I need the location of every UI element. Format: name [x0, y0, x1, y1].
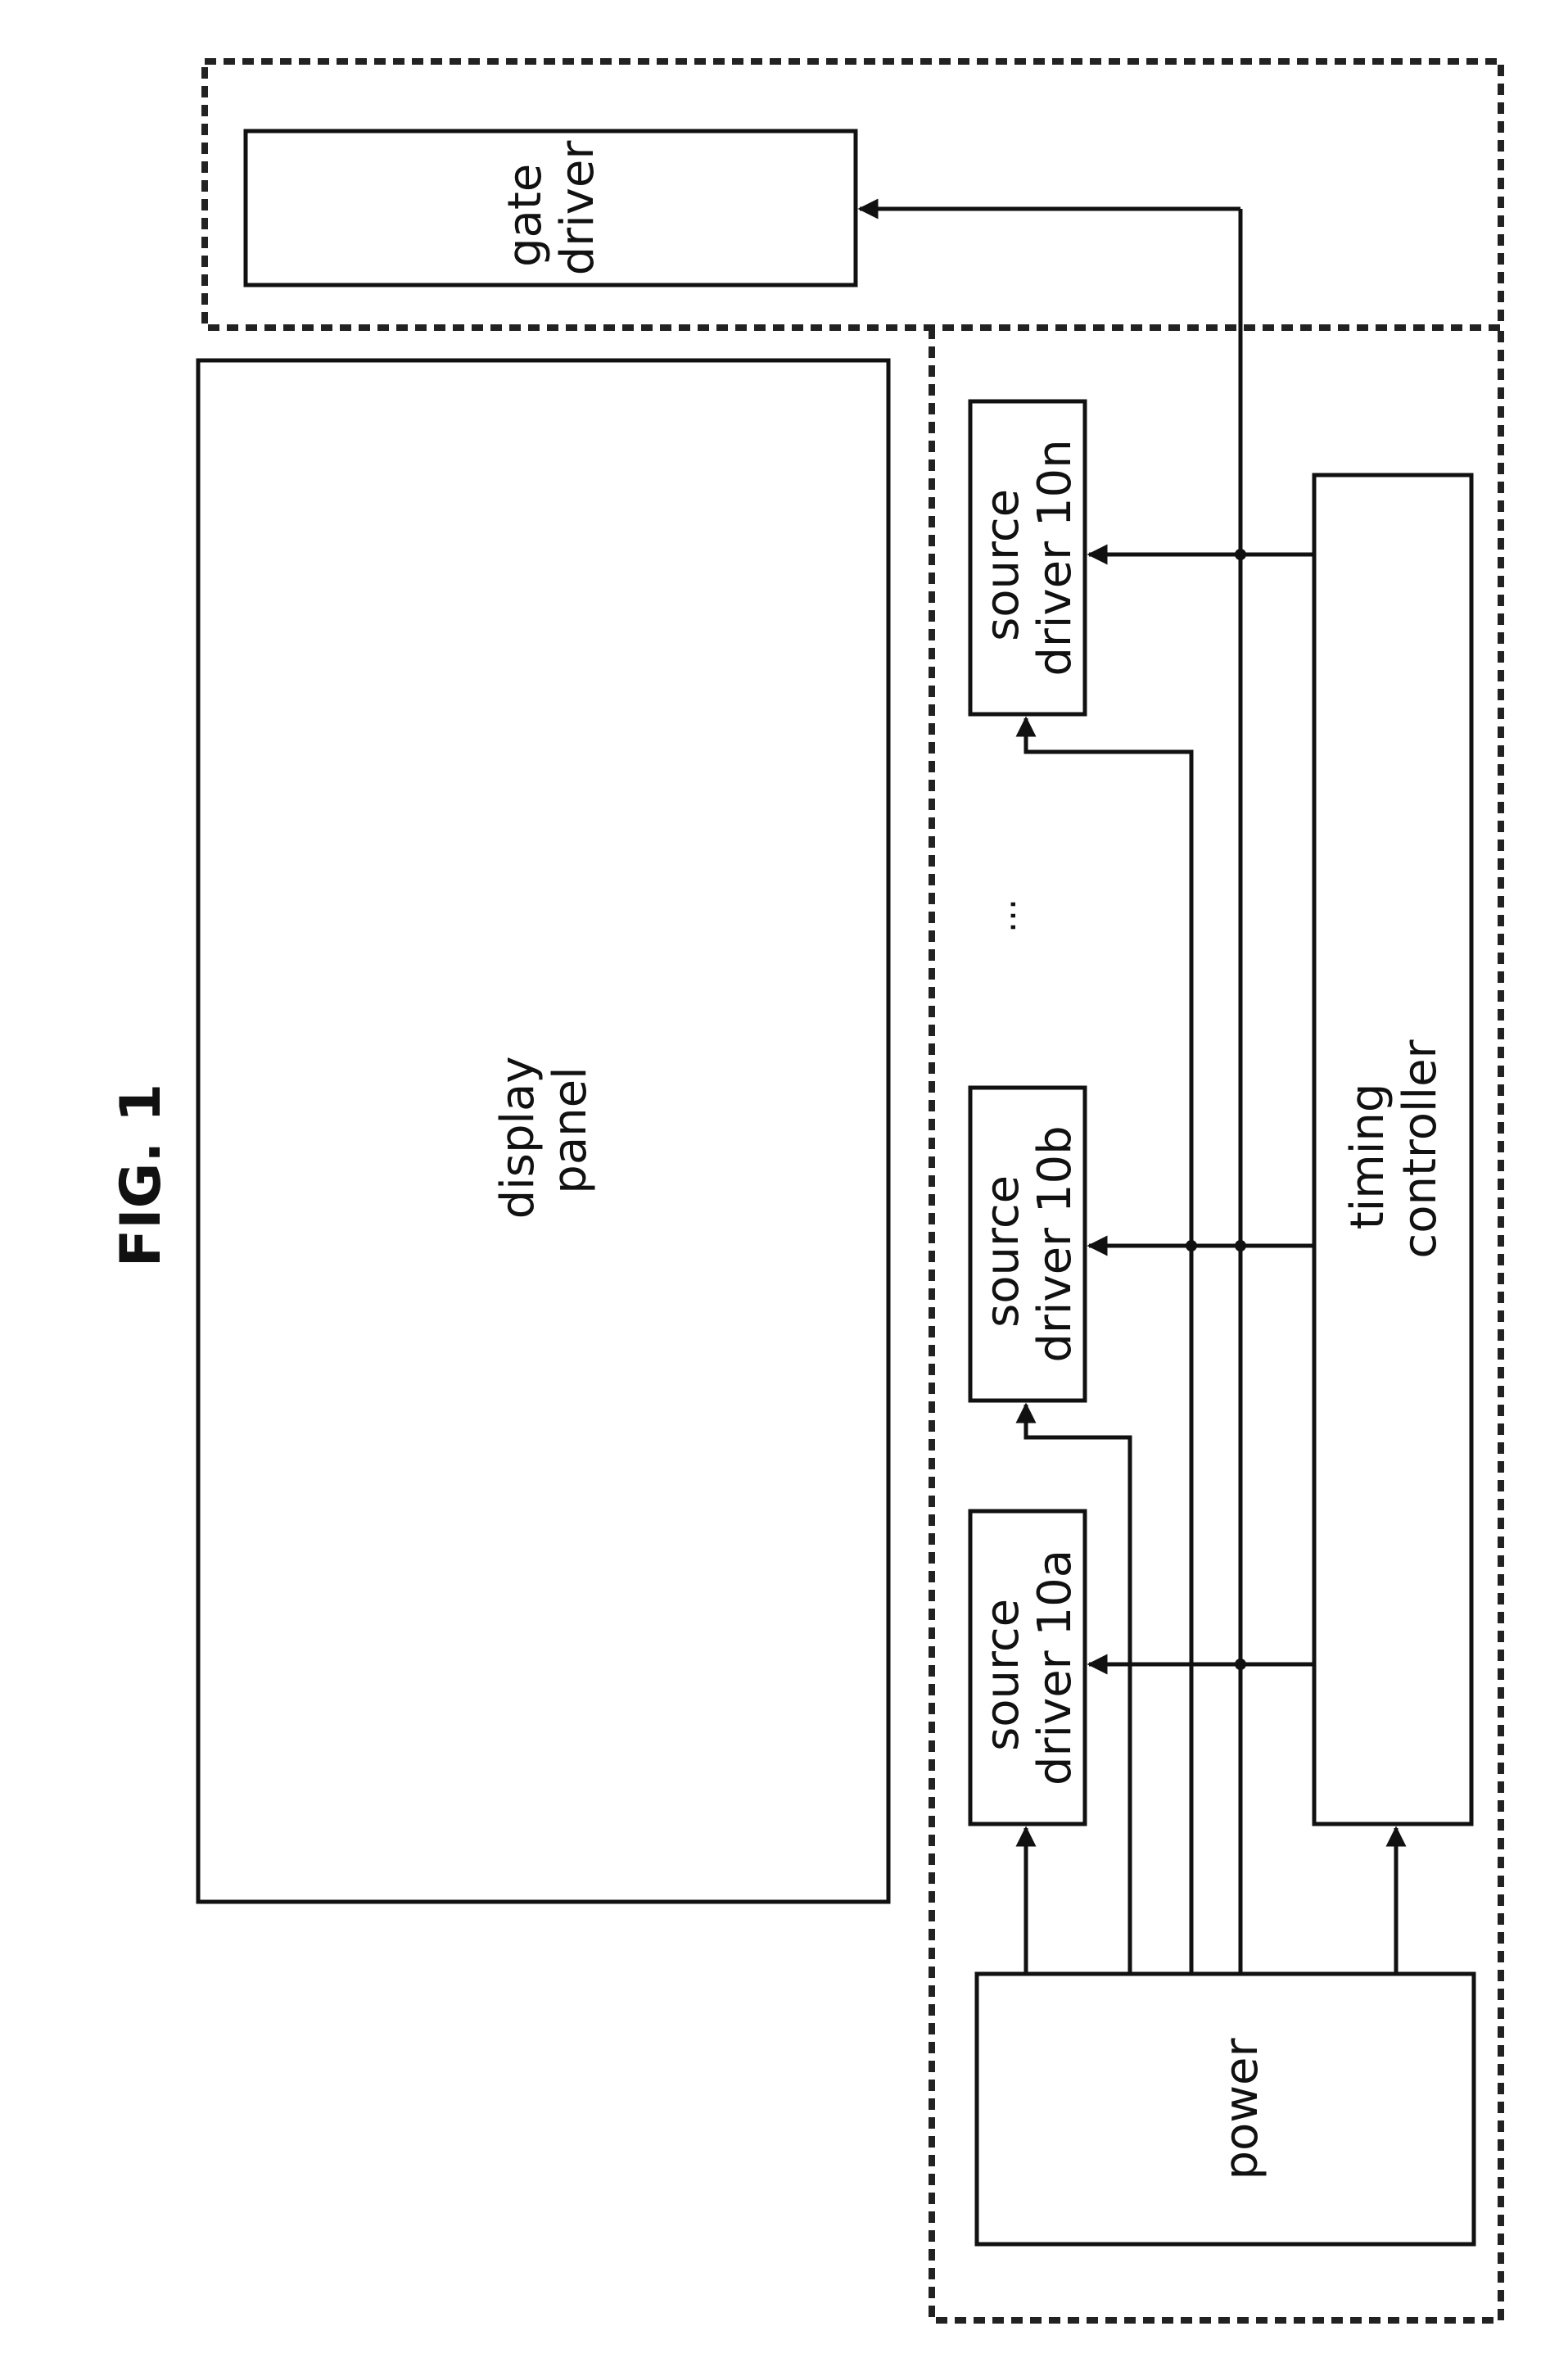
source-driver-10n-block: source driver 10n [970, 401, 1085, 714]
timing-outputs [1089, 554, 1314, 1664]
source-driver-10b-block: source driver 10b [970, 1088, 1085, 1401]
power-block: power [977, 1974, 1474, 2244]
timing-controller-label-line2: controller [1394, 1039, 1447, 1258]
svg-text:display panel: display panel [491, 1042, 597, 1220]
svg-text:source driver 10a: source driver 10a [976, 1550, 1082, 1785]
source-driver-10a-block: source driver 10a [970, 1511, 1085, 1824]
timing-controller-label-line1: timing [1341, 1084, 1394, 1230]
display-panel-label-line1: display [491, 1056, 545, 1219]
display-panel-block: display panel [198, 360, 888, 1902]
display-panel-label-line2: panel [544, 1066, 597, 1193]
svg-text:gate driver: gate driver [499, 140, 604, 276]
svg-text:source driver 10n: source driver 10n [976, 439, 1082, 676]
gate-driver-block: gate driver [246, 131, 856, 285]
source-driver-10b-label-line2: driver 10b [1028, 1125, 1082, 1362]
gate-driver-label-line1: gate [499, 164, 552, 267]
timing-controller-block: timing controller [1314, 475, 1471, 1824]
source-driver-10a-label-line2: driver 10a [1028, 1550, 1082, 1785]
figure-title: FIG. 1 [109, 1084, 174, 1267]
ellipsis: ... [983, 898, 1024, 933]
source-driver-10n-label-line2: driver 10n [1028, 439, 1082, 676]
source-driver-10a-label-line1: source [976, 1599, 1029, 1751]
svg-text:timing controller: timing controller [1341, 1039, 1447, 1258]
junction-dots [1186, 549, 1246, 1670]
power-label: power [1215, 2037, 1268, 2179]
svg-text:power: power [1215, 2037, 1268, 2179]
source-driver-10b-label-line1: source [976, 1175, 1029, 1328]
source-driver-10n-label-line1: source [976, 489, 1029, 641]
svg-text:source driver 10b: source driver 10b [976, 1125, 1082, 1362]
gate-driver-label-line2: driver [551, 140, 604, 276]
